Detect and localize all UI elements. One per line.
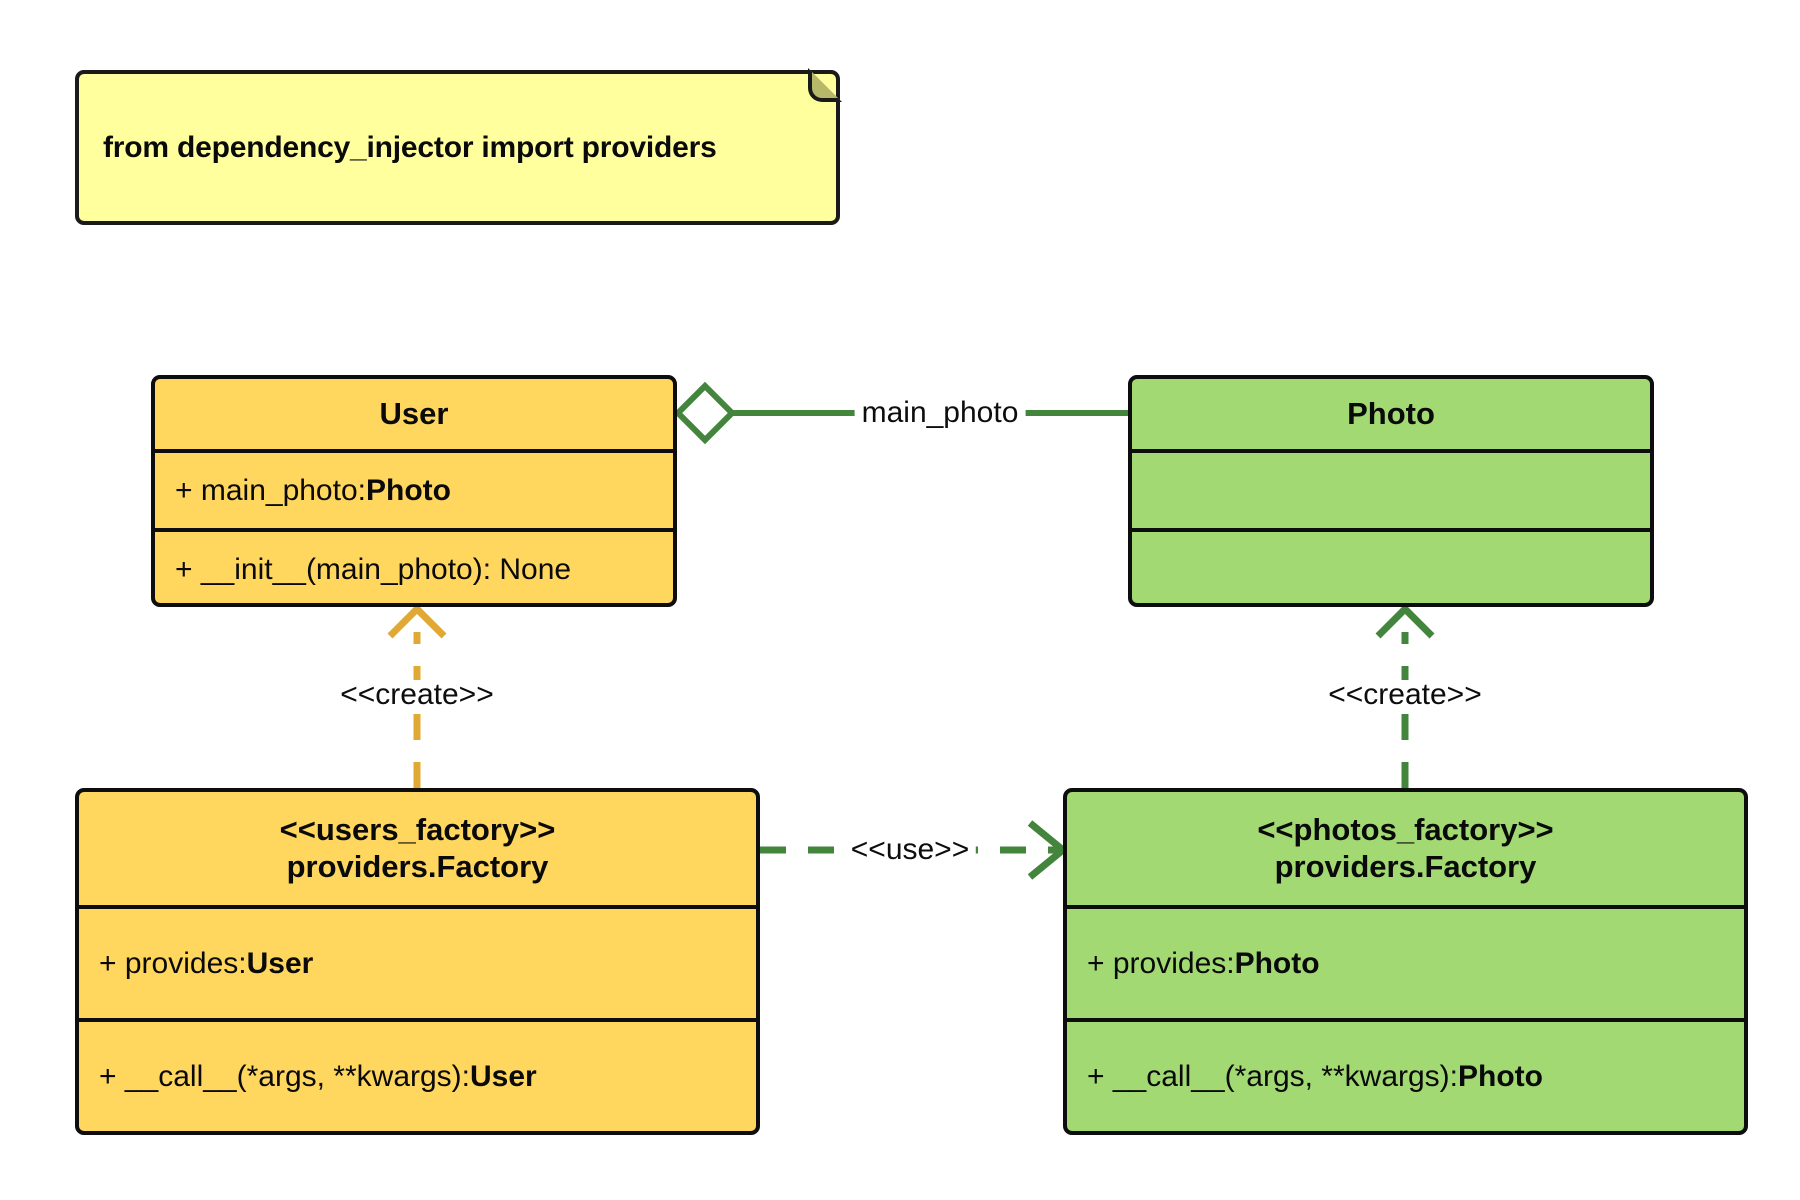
class-user-method-signature: + __init__(main_photo): None — [175, 552, 572, 586]
create-user-arrowhead — [387, 604, 447, 639]
class-photo-method-row — [1132, 528, 1650, 603]
class-photo-title: Photo — [1132, 379, 1650, 449]
class-users-factory-method-type: User — [470, 1059, 537, 1093]
note-body — [75, 70, 840, 225]
class-photos-factory-attr-prefix: + provides: — [1087, 946, 1235, 980]
uml-note: from dependency_injector import provider… — [75, 68, 842, 225]
use-arrowhead — [1027, 820, 1069, 880]
class-user-attr-prefix: + main_photo: — [175, 473, 366, 507]
class-users-factory-method-row: + __call__(*args, **kwargs): User — [79, 1018, 756, 1131]
class-photos-factory-method-row: + __call__(*args, **kwargs): Photo — [1067, 1018, 1744, 1131]
note-text: from dependency_injector import provider… — [103, 130, 717, 164]
class-box-users-factory[interactable]: <<users_factory>> providers.Factory + pr… — [75, 788, 760, 1135]
class-users-factory-attr-prefix: + provides: — [99, 946, 247, 980]
class-photos-factory-stereotype: <<photos_factory>> — [1257, 811, 1554, 847]
use-label: <<use>> — [843, 835, 977, 865]
class-photos-factory-attr-type: Photo — [1234, 946, 1320, 980]
class-photos-factory-title: <<photos_factory>> providers.Factory — [1067, 792, 1744, 905]
create-user-label: <<create>> — [333, 680, 501, 710]
class-users-factory-method-signature: + __call__(*args, **kwargs): — [99, 1059, 471, 1093]
class-photos-factory-name: providers.Factory — [1274, 848, 1537, 884]
class-user-attribute-row: + main_photo: Photo — [155, 449, 673, 528]
class-user-title: User — [155, 379, 673, 449]
class-photos-factory-method-type: Photo — [1458, 1059, 1543, 1093]
class-user-method-row: + __init__(main_photo): None — [155, 528, 673, 603]
class-photos-factory-attribute-row: + provides: Photo — [1067, 905, 1744, 1018]
class-users-factory-title: <<users_factory>> providers.Factory — [79, 792, 756, 905]
class-box-user[interactable]: User + main_photo: Photo + __init__(main… — [151, 375, 677, 607]
class-user-attr-type: Photo — [365, 473, 451, 507]
class-users-factory-attribute-row: + provides: User — [79, 905, 756, 1018]
create-photo-label: <<create>> — [1321, 680, 1489, 710]
class-photos-factory-method-signature: + __call__(*args, **kwargs): — [1087, 1059, 1459, 1093]
class-user-name: User — [379, 395, 449, 431]
class-photo-attribute-row — [1132, 449, 1650, 528]
class-users-factory-attr-type: User — [246, 946, 314, 980]
class-box-photo[interactable]: Photo — [1128, 375, 1654, 607]
class-box-photos-factory[interactable]: <<photos_factory>> providers.Factory + p… — [1063, 788, 1748, 1135]
class-users-factory-name: providers.Factory — [286, 848, 549, 884]
aggregation-diamond — [673, 381, 737, 445]
create-photo-arrowhead — [1375, 604, 1435, 639]
class-photo-name: Photo — [1347, 395, 1435, 431]
class-users-factory-stereotype: <<users_factory>> — [279, 811, 556, 847]
aggregation-label: main_photo — [854, 398, 1026, 428]
